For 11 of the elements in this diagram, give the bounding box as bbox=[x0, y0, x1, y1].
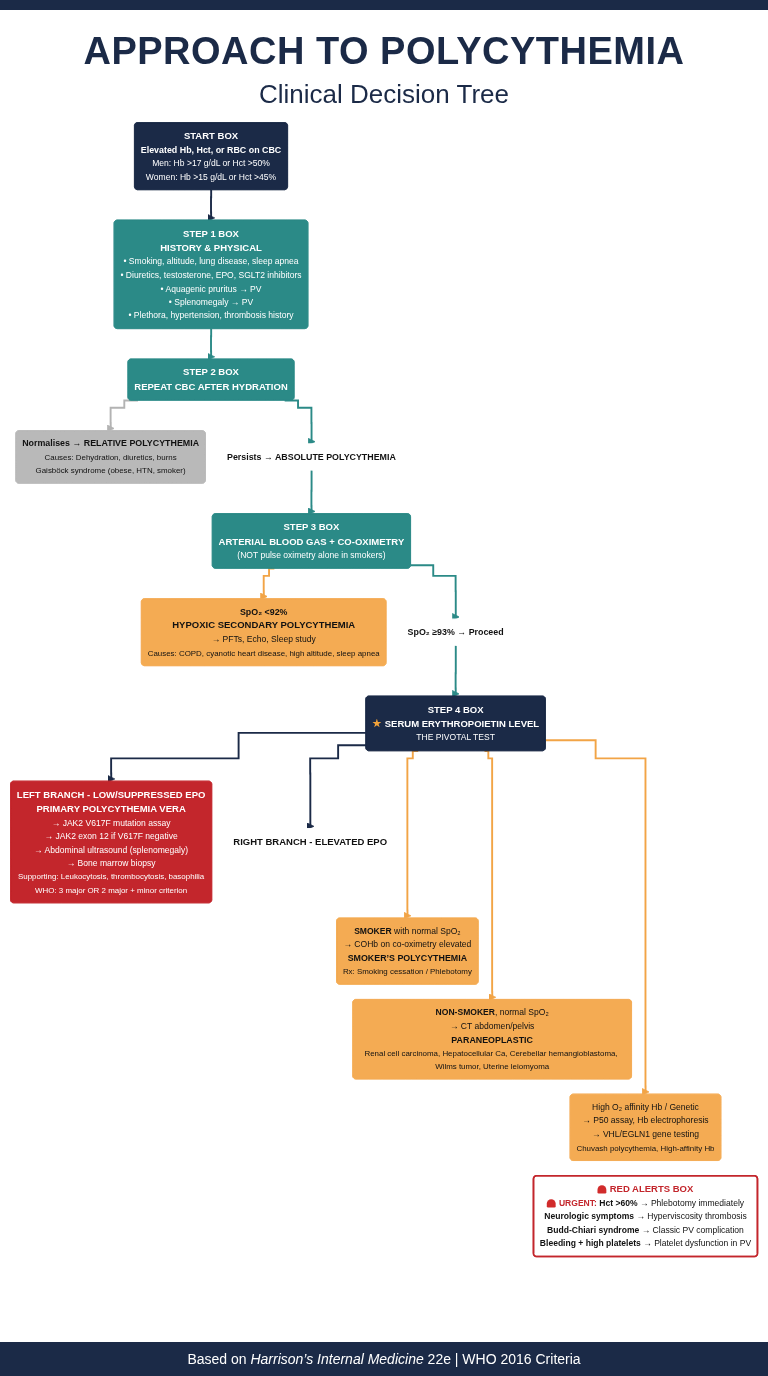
node-text: Persists → ABSOLUTE POLYCYTHEMIA bbox=[226, 451, 396, 462]
arrow bbox=[544, 739, 650, 1096]
title: APPROACH TO POLYCYTHEMIA bbox=[83, 29, 685, 74]
arrow bbox=[207, 328, 216, 361]
arrow bbox=[207, 189, 216, 222]
arrow bbox=[409, 564, 460, 621]
subtitle: Clinical Decision Tree bbox=[259, 78, 509, 110]
node-text: RIGHT BRANCH - ELEVATED EPO bbox=[233, 836, 388, 847]
arrow bbox=[452, 644, 460, 698]
node-text: SpO₂ ≥93% → Proceed bbox=[407, 626, 504, 637]
caption: Based on Harrison’s Internal Medicine 22e | WHO 2016 Criteria bbox=[187, 1350, 581, 1368]
